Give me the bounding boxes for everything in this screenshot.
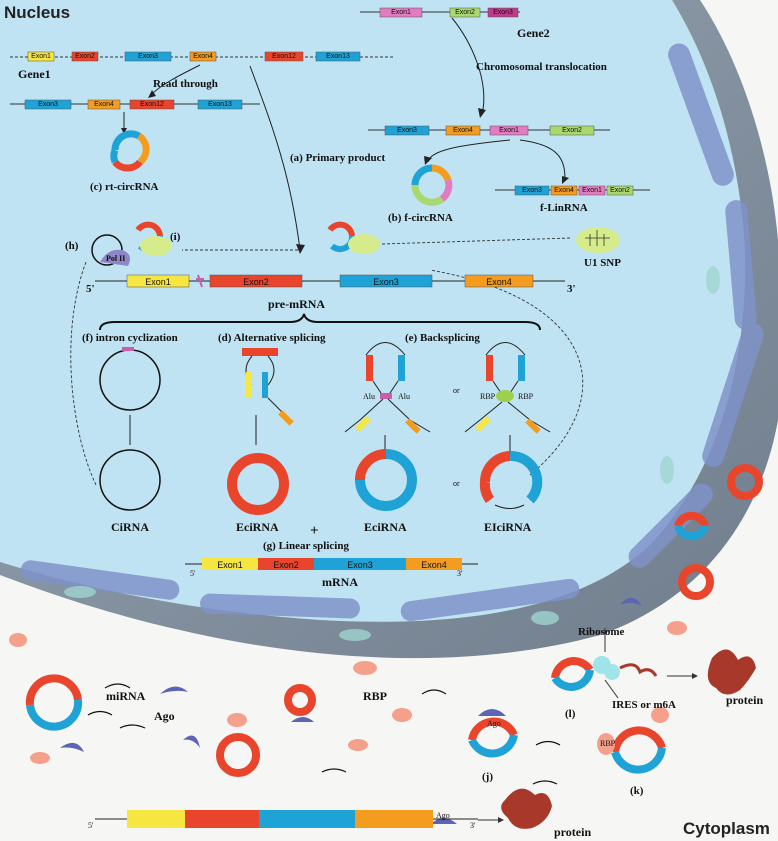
exon-label: Exon4 [94, 101, 114, 108]
rt-circrna-label: (c) rt-circRNA [90, 181, 159, 193]
exon-label: Exon4 [554, 187, 574, 194]
or-top: or [453, 386, 460, 395]
exon-label: Exon1 [391, 9, 411, 16]
exon-label: Exon4 [421, 560, 447, 570]
rbp-label: RBP [363, 689, 387, 703]
rbp-label-small-k: RBP [600, 739, 616, 748]
or-bottom: or [453, 479, 460, 488]
ribosome-label: Ribosome [578, 626, 625, 638]
plus-sign: + [310, 523, 319, 539]
exon-label: Exon4 [453, 127, 473, 134]
cytoplasm-label: Cytoplasm [683, 819, 770, 838]
exon-label: Exon13 [326, 53, 350, 60]
alu-left: Alu [363, 392, 375, 401]
exon-label: Exon1 [217, 560, 243, 570]
exon-label: Exon13 [208, 101, 232, 108]
exon-label: Exon1 [145, 277, 171, 287]
exon-label: Exon1 [31, 53, 51, 60]
three-prime-premrna: 3' [567, 283, 576, 295]
label-h: (h) [65, 240, 79, 252]
ires-label: IRES or m6A [612, 699, 676, 711]
mirna-strands [87, 683, 561, 785]
gene1-exons [27, 51, 361, 62]
f-linrna-label: f-LinRNA [540, 202, 588, 214]
protein-label-bottom: protein [554, 825, 592, 839]
exon-label: Exon3 [397, 127, 417, 134]
eicirna-label: EIciRNA [484, 520, 532, 534]
exon-label: Exon2 [610, 187, 630, 194]
exon-label: Exon2 [75, 53, 95, 60]
rbp-right: RBP [518, 392, 534, 401]
five-prime-mrna: 5' [190, 569, 196, 578]
ecirna-label-e: EciRNA [364, 520, 407, 534]
exon-label: Exon3 [522, 187, 542, 194]
ago-label-small-bottom: Ago [436, 811, 450, 820]
protein-label-top: protein [726, 693, 764, 707]
intron-cyclization-label: (f) intron cyclization [82, 332, 178, 344]
nucleus-label: Nucleus [4, 3, 71, 22]
endoplasmic-reticulum [20, 43, 764, 622]
label-k: (k) [630, 785, 644, 797]
three-prime-mrna: 3' [457, 569, 463, 578]
rbp-proteins [9, 621, 687, 764]
exon-label: Exon3 [373, 277, 399, 287]
exon-label: Exon4 [193, 53, 213, 60]
rbp-left: RBP [480, 392, 496, 401]
five-prime-premrna: 5' [86, 283, 95, 295]
exon-label: Exon12 [272, 53, 296, 60]
nuclear-pores [64, 266, 720, 641]
three-prime-bottom: 3' [470, 821, 476, 830]
exon-label: Exon2 [243, 277, 269, 287]
exon-label: Exon1 [499, 127, 519, 134]
backsplicing-label: (e) Backsplicing [405, 332, 480, 344]
label-l: (l) [565, 708, 576, 720]
exon-label: Exon4 [486, 277, 512, 287]
five-prime-bottom: 5' [88, 821, 94, 830]
gene2-label: Gene2 [517, 26, 550, 40]
exon-label: Exon1 [582, 187, 602, 194]
u1-snp-label: U1 SNP [584, 257, 621, 269]
exon-label: Exon2 [562, 127, 582, 134]
ago-proteins [60, 597, 642, 824]
mirna-label: miRNA [106, 689, 146, 703]
label-j: (j) [482, 771, 493, 783]
exon-label: Exon3 [347, 560, 373, 570]
alternative-splicing-label: (d) Alternative splicing [218, 332, 326, 344]
arrowheads [121, 90, 569, 254]
pol2-label: Pol II [106, 254, 126, 263]
exon-label: Exon12 [140, 101, 164, 108]
alu-right: Alu [398, 392, 410, 401]
translocation-label: Chromosomal translocation [476, 61, 607, 73]
f-circrna [411, 164, 453, 206]
exon-label: Exon3 [138, 53, 158, 60]
mrna-label: mRNA [322, 575, 358, 589]
primary-product-label: (a) Primary product [290, 152, 386, 164]
exon-label: Exon2 [455, 9, 475, 16]
ecirna-label-d: EciRNA [236, 520, 279, 534]
exon-label: Exon2 [273, 560, 299, 570]
ago-label-small-j: Ago [487, 719, 501, 728]
exon-label: Exon3 [38, 101, 58, 108]
pre-mrna-label: pre-mRNA [268, 297, 326, 311]
gene1-label: Gene1 [18, 67, 51, 81]
exon-label: Exon3 [493, 9, 513, 16]
label-i: (i) [170, 231, 181, 243]
read-through-label: Read through [153, 78, 218, 90]
rt-circrna [110, 130, 150, 172]
linear-splicing-label: (g) Linear splicing [263, 540, 349, 552]
cirna-label: CiRNA [111, 520, 149, 534]
f-circrna-label: (b) f-circRNA [388, 212, 453, 224]
ago-label: Ago [154, 709, 175, 723]
